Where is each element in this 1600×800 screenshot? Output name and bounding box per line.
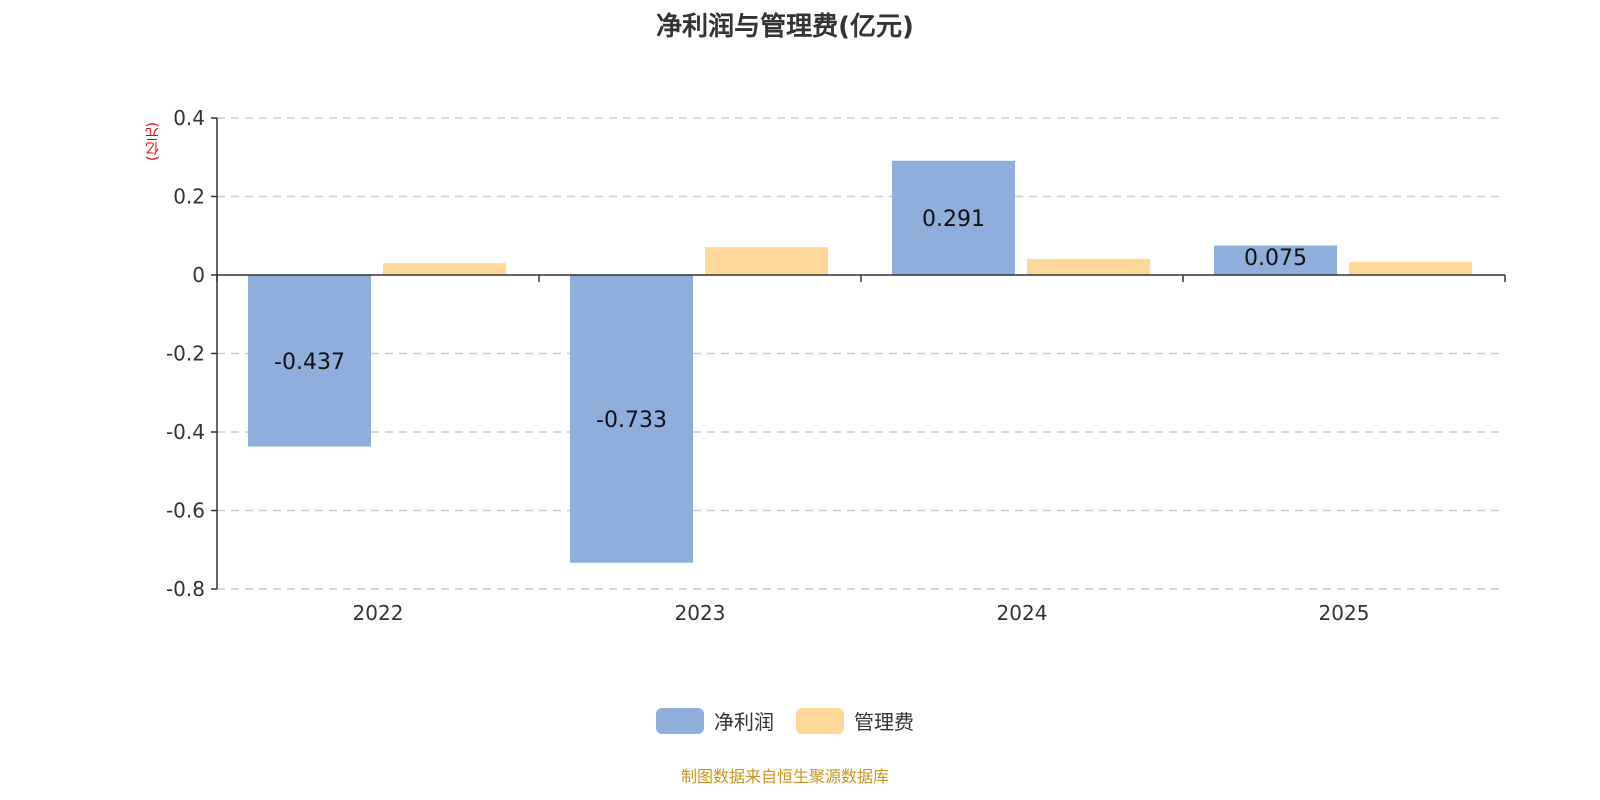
y-tick-label: -0.8 <box>166 577 205 601</box>
plot-area: 0.4 0.2 0 -0.2 -0.4 -0.6 -0.8 2022 -0.437 2023 -0.… <box>166 106 1506 625</box>
legend-swatch <box>796 707 844 734</box>
y-tick-label: -0.2 <box>166 342 205 366</box>
x-tick-label: 2024 <box>997 601 1048 625</box>
y-tick-label: 0.4 <box>173 106 205 130</box>
x-tick-label: 2023 <box>675 601 726 625</box>
data-label: -0.437 <box>274 350 345 375</box>
net-profit-bar <box>892 160 1015 275</box>
legend-item-admin-expense[interactable]: 管理费 <box>796 706 914 735</box>
data-label: 0.291 <box>922 207 985 232</box>
x-tick-label: 2025 <box>1319 601 1370 625</box>
legend-item-net-profit[interactable]: 净利润 <box>656 706 774 735</box>
y-tick-label: -0.6 <box>166 499 205 523</box>
net-profit-bar <box>1214 245 1337 275</box>
net-profit-bar <box>570 275 693 563</box>
y-tick-label: -0.4 <box>166 420 205 444</box>
legend: 净利润 管理费 <box>0 706 1570 735</box>
legend-label: 净利润 <box>714 710 774 734</box>
net-profit-bar <box>248 275 371 447</box>
y-tick-label: 0 <box>192 263 205 287</box>
chart-title: 净利润与管理费(亿元) <box>656 12 914 42</box>
data-label: 0.075 <box>1244 246 1307 271</box>
data-source-note: 制图数据来自恒生聚源数据库 <box>680 767 889 786</box>
admin-expense-bar <box>1349 262 1472 275</box>
admin-expense-bar <box>383 263 506 275</box>
data-label: -0.733 <box>596 408 667 433</box>
x-tick-label: 2022 <box>353 601 404 625</box>
legend-label: 管理费 <box>854 710 914 734</box>
legend-swatch <box>656 707 704 734</box>
admin-expense-bar <box>705 247 828 275</box>
admin-expense-bar <box>1027 258 1150 275</box>
y-tick-label: 0.2 <box>173 185 205 209</box>
